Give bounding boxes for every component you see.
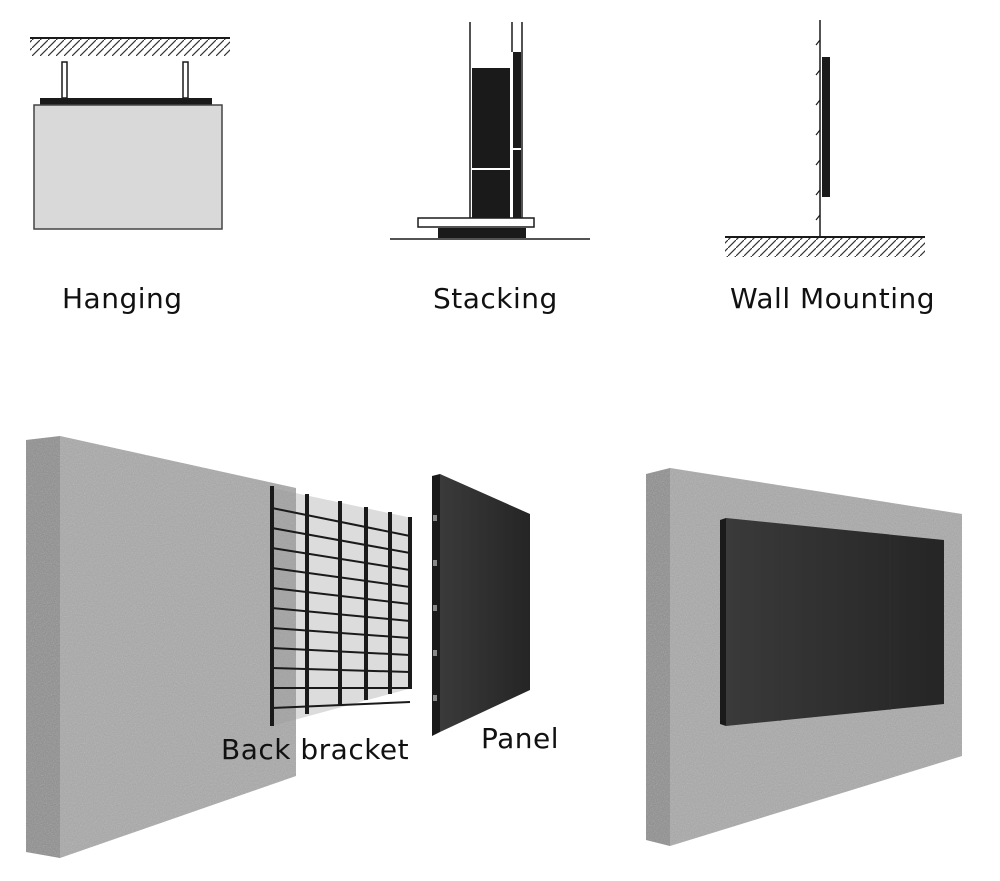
installed-panel-seams xyxy=(779,524,891,721)
hanger-rod-right xyxy=(182,61,189,99)
panel-edge-clips xyxy=(433,515,437,701)
stack-back-upper xyxy=(513,52,521,148)
stacked-panel-upper xyxy=(472,68,510,168)
label-hanging: Hanging xyxy=(62,282,183,315)
label-wall-mounting: Wall Mounting xyxy=(730,282,936,315)
hanger-rod-left xyxy=(61,61,68,99)
concrete-wall-side-right xyxy=(646,468,670,846)
back-bracket-grid xyxy=(270,486,412,726)
stack-back-lower xyxy=(513,150,521,218)
exploded-wall-installation xyxy=(26,436,530,858)
wall-mounted-panel xyxy=(822,57,830,197)
hanging-bar xyxy=(40,98,212,105)
hanging-screen xyxy=(33,104,223,230)
concrete-wall-front xyxy=(60,436,296,858)
wall-hatch-ticks xyxy=(815,39,821,221)
stack-base-plate xyxy=(417,217,535,228)
led-panel-exploded xyxy=(432,474,530,736)
bracket-crossbars xyxy=(271,507,411,709)
hanging-illustration xyxy=(30,37,230,230)
stacked-panel-lower xyxy=(472,170,510,218)
finished-wall-installation xyxy=(646,468,962,846)
wall-mounting-illustration xyxy=(725,20,925,257)
ground-hatch xyxy=(725,237,925,257)
ceiling-hatch xyxy=(30,38,230,56)
installed-panel-edge xyxy=(720,518,726,726)
stacking-illustration xyxy=(390,22,590,240)
label-panel: Panel xyxy=(481,722,560,755)
label-stacking: Stacking xyxy=(433,282,558,315)
label-back-bracket: Back bracket xyxy=(221,733,410,766)
concrete-wall-side xyxy=(26,436,60,858)
panel-face xyxy=(440,474,530,732)
stack-foot xyxy=(438,228,526,238)
